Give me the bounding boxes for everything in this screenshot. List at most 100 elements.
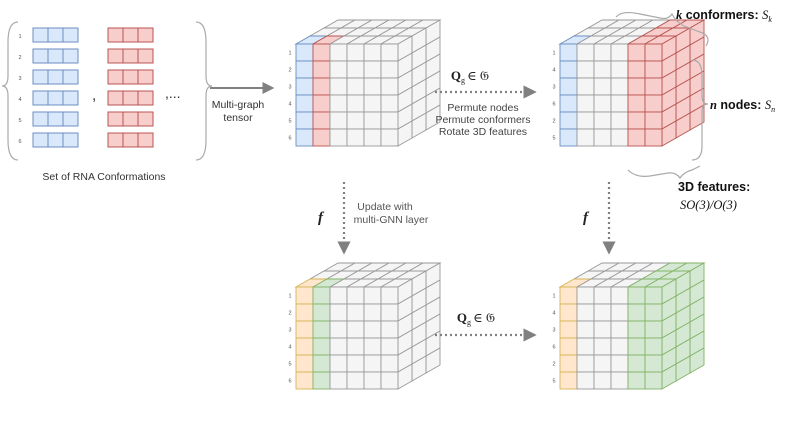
cube-front-cell <box>346 354 365 373</box>
cube-front-cell <box>627 354 646 373</box>
cube-front-cell <box>576 94 595 113</box>
cube-front-cell <box>329 128 348 147</box>
cube-front-cell <box>312 303 331 322</box>
nodes-label: n nodes: Sn <box>710 98 775 114</box>
cube-front-cell <box>610 94 629 113</box>
matrix-cell <box>47 48 64 64</box>
cube-row-number: 3 <box>552 85 555 91</box>
cube-front-cell <box>329 60 348 79</box>
matrix-cell <box>62 48 79 64</box>
features-brace <box>627 165 701 180</box>
annotations: k conformers: Sk n nodes: Sn 3D features… <box>615 8 775 212</box>
cube-front-cell <box>380 60 399 79</box>
cube-front-cell <box>644 77 663 96</box>
cube-front-cell <box>644 354 663 373</box>
cube-row-number: 1 <box>288 294 291 300</box>
conformers-brace <box>615 11 709 47</box>
row-number: 3 <box>18 76 21 82</box>
cube-front-cell <box>559 354 578 373</box>
cube-front-cell <box>346 337 365 356</box>
cube-front-cell <box>295 43 314 62</box>
cube-front-cell <box>593 286 612 305</box>
cube-front-cell <box>610 60 629 79</box>
rotate-features-label: Rotate 3D features <box>439 126 527 138</box>
cube-front-cell <box>312 337 331 356</box>
cube-front-cell <box>363 371 382 390</box>
cube-front-cell <box>329 354 348 373</box>
cube-row-number: 4 <box>288 102 291 108</box>
cube-front-cell <box>644 303 663 322</box>
matrix-cell <box>62 132 79 148</box>
cube-front-cell <box>346 94 365 113</box>
right-brace <box>195 21 213 161</box>
cube-front-cell <box>627 337 646 356</box>
cube-front-cell <box>380 128 399 147</box>
matrix-cell <box>107 69 124 85</box>
cube-front-cell <box>610 286 629 305</box>
bottom-operator: Qg∈ 𝔊 <box>457 310 495 327</box>
cube-front-cell <box>559 337 578 356</box>
cube-row-number: 6 <box>552 345 555 351</box>
cube-front-cell <box>312 371 331 390</box>
cube-front-cell <box>576 371 595 390</box>
cube-front-cell <box>295 320 314 339</box>
matrix-cell <box>122 69 139 85</box>
cube-front-cell <box>644 128 663 147</box>
cube-front-cell <box>627 286 646 305</box>
bottom-group-action-arrow: Qg∈ 𝔊 <box>435 310 537 342</box>
matrix-cell <box>62 111 79 127</box>
cube-front-cell <box>380 43 399 62</box>
cube-front-cell <box>610 303 629 322</box>
cube-front-cell <box>576 286 595 305</box>
cube-row-number: 3 <box>288 85 291 91</box>
comma: , <box>92 87 96 104</box>
input-caption: Set of RNA Conformations <box>42 171 165 183</box>
cube-front-cell <box>576 111 595 130</box>
cube-front-cell <box>627 320 646 339</box>
cube-front-cell <box>593 60 612 79</box>
cube-row-number: 6 <box>288 136 291 142</box>
top-operator: Qg∈ 𝔊 <box>451 68 489 85</box>
update-label-1: Update with <box>357 201 413 213</box>
cube-front-cell <box>610 111 629 130</box>
row-number: 2 <box>18 55 21 61</box>
cube-front-cell <box>610 320 629 339</box>
cube-row-number: 4 <box>552 311 555 317</box>
cube-front-cell <box>312 320 331 339</box>
cube-front-cell <box>329 43 348 62</box>
cube-front-cell <box>312 77 331 96</box>
cube-front-cell <box>644 286 663 305</box>
cube-front-cell <box>559 60 578 79</box>
cube-row-number: 1 <box>552 294 555 300</box>
cube-front-cell <box>593 354 612 373</box>
cube-front-cell <box>644 337 663 356</box>
cube-front-cell <box>346 111 365 130</box>
cube-front-cell <box>559 286 578 305</box>
cube-front-cell <box>380 111 399 130</box>
cube-row-number: 5 <box>288 362 291 368</box>
row-number: 4 <box>18 97 21 103</box>
cube-front-cell <box>295 354 314 373</box>
cube-front-cell <box>576 128 595 147</box>
matrix-cell <box>107 132 124 148</box>
update-label-2: multi-GNN layer <box>354 214 429 226</box>
row-number: 5 <box>18 118 21 124</box>
matrix-cell <box>47 69 64 85</box>
cube-front-cell <box>346 371 365 390</box>
cube-front-cell <box>644 94 663 113</box>
cube-front-cell <box>363 43 382 62</box>
matrix-cell <box>32 27 49 43</box>
cube-front-cell <box>644 60 663 79</box>
cube-front-cell <box>559 128 578 147</box>
cube-front-cell <box>627 371 646 390</box>
cube-front-cell <box>295 111 314 130</box>
cube-front-cell <box>363 320 382 339</box>
cube-front-cell <box>329 371 348 390</box>
cube-front-cell <box>329 77 348 96</box>
cube-front-cell <box>363 111 382 130</box>
cube-front-cell <box>380 354 399 373</box>
left-update-arrow: f Update with multi-GNN layer <box>318 182 429 255</box>
